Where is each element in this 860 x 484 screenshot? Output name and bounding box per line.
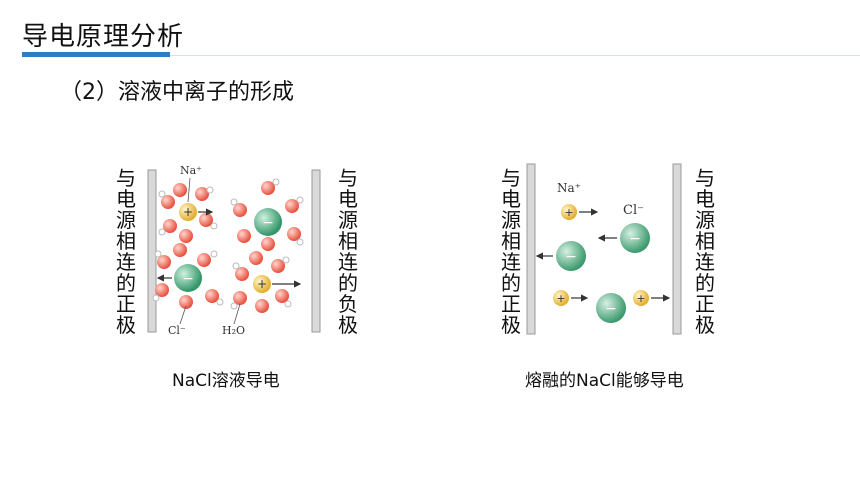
hydrated-chloride-ion-2: − [152, 243, 224, 309]
left-electrode-label: 与电源相连的正极 [116, 166, 136, 337]
svg-text:−: − [182, 271, 194, 287]
nacl-solution-diagram: + Na⁺ − − Cl⁻ + H₂O [147, 164, 321, 337]
page-title: 导电原理分析 [22, 22, 185, 52]
chloride-ion-label: Cl⁻ [168, 324, 186, 337]
molten-sodium-label: Na⁺ [557, 181, 581, 195]
svg-text:−: − [629, 231, 641, 247]
chloride-ion: − [597, 223, 650, 253]
water-molecule-label: H₂O [222, 324, 245, 337]
left-figure-caption: NaCl溶液导电 [172, 371, 280, 391]
chloride-ion-3: − [596, 293, 626, 323]
right-fig-right-electrode-label: 与电源相连的正极 [695, 166, 715, 337]
title-accent-bar [22, 52, 170, 57]
svg-text:−: − [262, 215, 274, 231]
svg-text:+: + [556, 292, 565, 305]
svg-text:−: − [565, 249, 577, 265]
hydrated-chloride-ion: − [230, 178, 304, 251]
molten-nacl-diagram: Na⁺ Cl⁻ + − − + − + [526, 163, 682, 335]
svg-text:−: − [605, 301, 617, 317]
section-subtitle: （2）溶液中离子的形成 [60, 80, 294, 105]
right-electrode [311, 169, 321, 333]
sodium-ion: + [561, 204, 599, 220]
svg-text:+: + [564, 206, 573, 219]
right-fig-left-electrode [526, 163, 536, 335]
sodium-ion-2: + [553, 290, 589, 306]
molten-chloride-label: Cl⁻ [623, 203, 644, 218]
chloride-ion-2: − [535, 241, 586, 271]
right-electrode-label: 与电源相连的负极 [338, 166, 358, 337]
right-fig-right-electrode [672, 163, 682, 335]
svg-text:+: + [636, 292, 645, 305]
hydrated-sodium-ion-2: + [230, 251, 302, 313]
left-electrode [147, 169, 157, 333]
hydrated-sodium-ion: + [158, 183, 218, 243]
sodium-ion-label: Na⁺ [180, 164, 202, 177]
right-figure-caption: 熔融的NaCl能够导电 [525, 371, 684, 391]
sodium-ion-3: + [633, 290, 671, 306]
svg-text:+: + [257, 277, 267, 291]
title-divider [170, 55, 860, 56]
right-fig-left-electrode-label: 与电源相连的正极 [501, 166, 521, 337]
svg-text:+: + [183, 205, 193, 219]
